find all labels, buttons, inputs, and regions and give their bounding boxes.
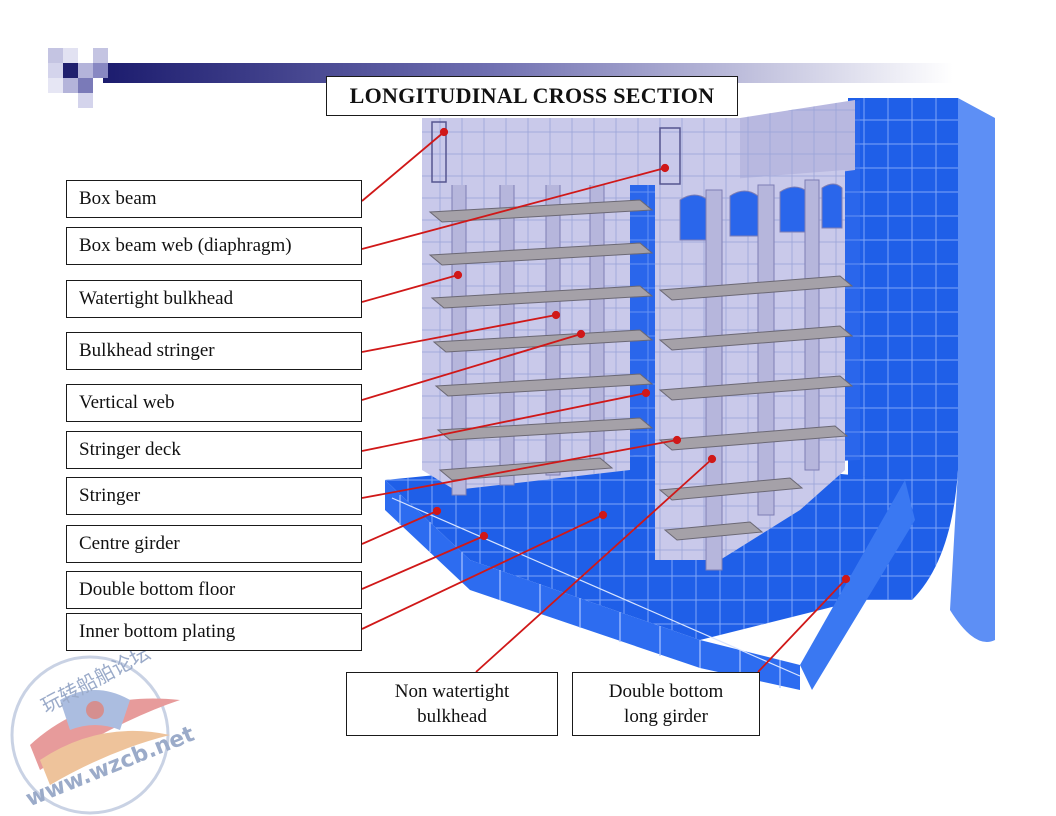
label-inner-bottom-plating: Inner bottom plating [66, 613, 362, 651]
label-double-bottom-floor: Double bottom floor [66, 571, 362, 609]
label-double-bottom-long-girder: Double bottom long girder [572, 672, 760, 736]
non-watertight-line1: Non watertight [394, 681, 510, 702]
label-box-beam-web: Box beam web (diaphragm) [66, 227, 362, 265]
label-bulkhead-stringer: Bulkhead stringer [66, 332, 362, 370]
double-bottom-line2: long girder [624, 706, 708, 727]
double-bottom-line1: Double bottom [608, 681, 724, 702]
diagram-title: LONGITUDINAL CROSS SECTION [326, 76, 738, 116]
label-stringer-deck: Stringer deck [66, 431, 362, 469]
label-non-watertight-bulkhead: Non watertight bulkhead [346, 672, 558, 736]
label-watertight-bulkhead: Watertight bulkhead [66, 280, 362, 318]
label-stringer: Stringer [66, 477, 362, 515]
label-box-beam: Box beam [66, 180, 362, 218]
label-centre-girder: Centre girder [66, 525, 362, 563]
double-bottom-front [385, 480, 800, 690]
label-vertical-web: Vertical web [66, 384, 362, 422]
non-watertight-line2: bulkhead [417, 706, 487, 727]
